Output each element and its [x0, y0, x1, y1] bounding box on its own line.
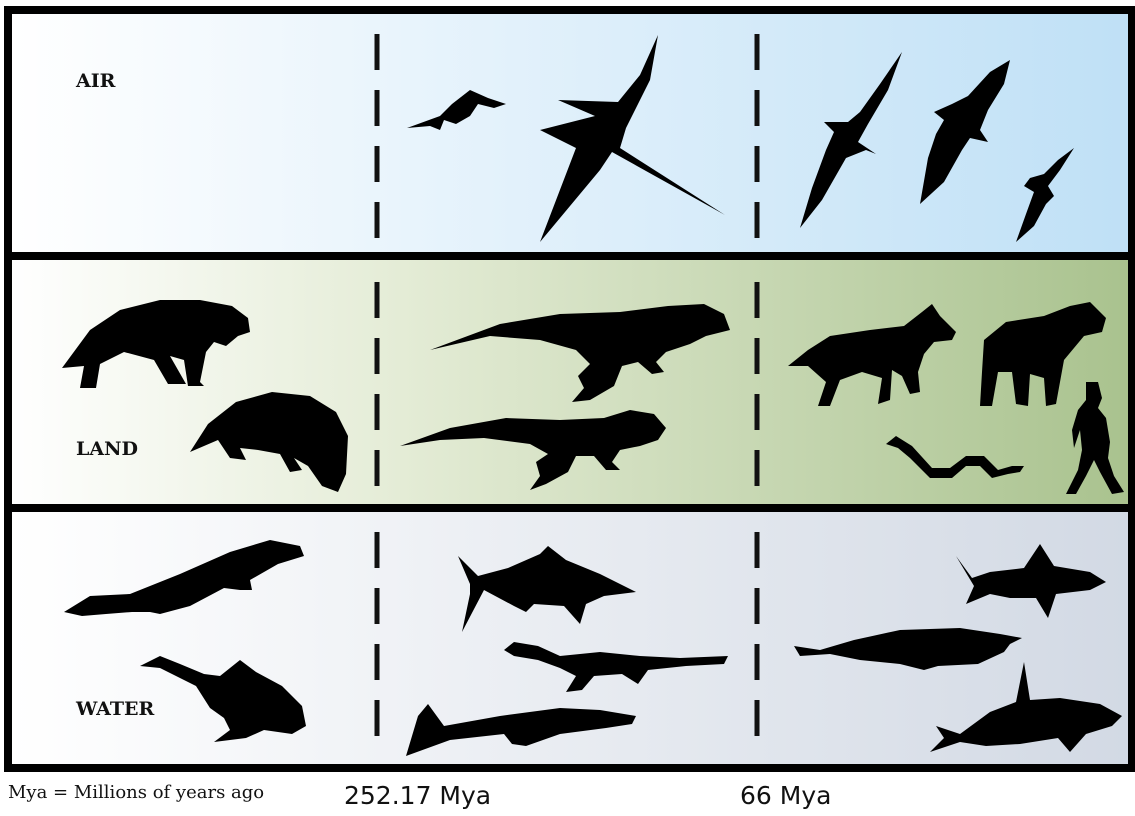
- boundary-label-66: 66 Mya: [740, 781, 831, 810]
- legend-text: Mya = Millions of years ago: [8, 782, 264, 803]
- row-label-land: LAND: [76, 438, 138, 460]
- boundary-label-252: 252.17 Mya: [344, 781, 491, 810]
- row-label-air: AIR: [76, 70, 115, 92]
- row-label-water: WATER: [76, 698, 154, 720]
